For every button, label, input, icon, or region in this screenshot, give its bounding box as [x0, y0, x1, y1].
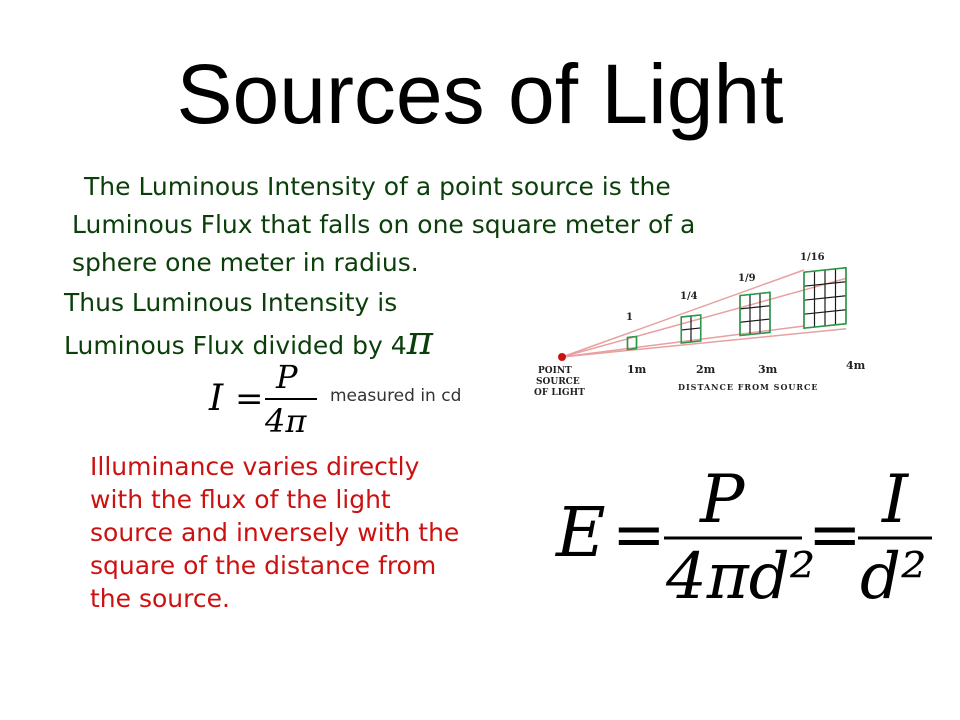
light-ray — [561, 325, 805, 358]
illuminance-line: square of the distance from — [90, 551, 437, 580]
thus-line-text: Luminous Flux divided by 4 — [64, 331, 407, 360]
thus-paragraph: Thus Luminous Intensity is Luminous Flux… — [64, 284, 524, 365]
illuminance-line: source and inversely with the — [90, 518, 460, 547]
formula-equals: = — [235, 379, 264, 419]
fraction-label: 1 — [626, 312, 633, 323]
grid-line — [804, 295, 846, 301]
intensity-formula: I = P 4π — [208, 358, 317, 438]
light-ray — [561, 277, 847, 358]
area-grid — [803, 266, 847, 330]
area-grid — [626, 335, 638, 351]
grid-outline — [803, 266, 847, 330]
illuminance-line: the source. — [90, 584, 230, 613]
grid-outline — [626, 335, 638, 351]
light-ray — [561, 269, 805, 358]
illuminance-line: Illuminance varies directly — [90, 452, 420, 481]
formula-I: I — [881, 461, 910, 538]
formula-4pid2: 4πd² — [665, 540, 815, 614]
definition-paragraph: The Luminous Intensity of a point source… — [72, 168, 832, 282]
distance-label: 4m — [846, 359, 866, 372]
source-label-line: OF LIGHT — [534, 388, 585, 398]
fraction-label: 1/9 — [738, 273, 756, 284]
thus-line: Thus Luminous Intensity is — [64, 288, 398, 317]
source-label-line: SOURCE — [536, 377, 580, 387]
formula-equals-2: = — [808, 498, 862, 572]
grid-line — [740, 318, 770, 323]
grid-line — [681, 327, 701, 331]
formula-E: E — [554, 494, 606, 573]
formula-denominator: 4π — [264, 402, 307, 438]
definition-line: Luminous Flux that falls on one square m… — [72, 210, 696, 239]
formula-P: P — [699, 461, 746, 538]
light-rays — [561, 269, 847, 358]
grid-outline — [680, 314, 702, 344]
definition-line: sphere one meter in radius. — [72, 248, 419, 277]
area-grids — [626, 266, 847, 351]
illuminance-paragraph: Illuminance varies directly with the flu… — [90, 450, 540, 615]
fraction-label: 1/16 — [800, 252, 825, 263]
light-ray — [561, 328, 847, 358]
grid-line — [740, 305, 770, 310]
fraction-label: 1/4 — [680, 291, 698, 302]
formula-equals-1: = — [612, 498, 666, 572]
axis-caption: DISTANCE FROM SOURCE — [678, 382, 819, 392]
grid-outline — [739, 291, 771, 337]
units-note: measured in cd — [330, 386, 462, 406]
distance-label: 3m — [758, 363, 778, 376]
thus-line: Luminous Flux divided by 4π — [64, 321, 524, 365]
pi-symbol: π — [406, 318, 433, 364]
area-grid — [680, 314, 702, 344]
definition-line: The Luminous Intensity of a point source… — [84, 172, 671, 201]
distance-label: 2m — [696, 363, 716, 376]
formula-numerator: P — [275, 358, 298, 396]
formula-d2: d² — [860, 540, 927, 614]
illuminance-line: with the flux of the light — [90, 485, 391, 514]
source-label-line: POINT — [538, 366, 572, 376]
grid-line — [804, 309, 846, 315]
formula-lhs: I — [208, 378, 224, 419]
distance-label: 1m — [627, 363, 647, 376]
area-grid — [739, 291, 771, 337]
illuminance-formula: E = P 4πd² = I d² — [554, 461, 932, 614]
slide-title: Sources of Light — [176, 47, 784, 141]
point-source-dot — [558, 353, 566, 361]
inverse-square-diagram: POINT SOURCE OF LIGHT 1m 2m 3m 4m 1 1/4 … — [534, 252, 866, 398]
